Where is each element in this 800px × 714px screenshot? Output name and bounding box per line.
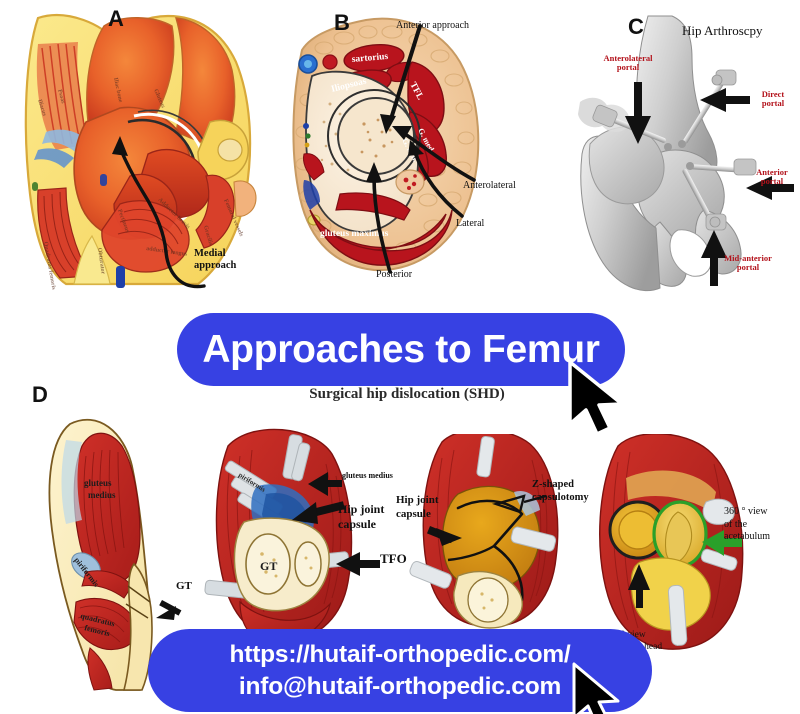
svg-text:Gracilis: Gracilis bbox=[202, 225, 214, 247]
panel-d2-label-gluteus-medius: gluteus medius bbox=[342, 471, 393, 480]
panel-c-instrument-anterior bbox=[686, 158, 757, 176]
panel-c-illustration bbox=[578, 15, 794, 292]
panel-d4-illustration bbox=[599, 432, 744, 650]
panel-a-label-medial-approach: Medial approach bbox=[194, 248, 237, 271]
panel-d1-muscle-gluteus-medius-2: medius bbox=[88, 490, 116, 500]
panel-c-arrow-mid-anterior bbox=[701, 230, 727, 286]
panel-c-arrow-anterior bbox=[746, 176, 794, 200]
panel-d3-arrow-hip-joint-capsule bbox=[427, 526, 462, 546]
panel-d4-arrow-acetabulum bbox=[702, 530, 742, 556]
panel-d-subfigure-3: Hip joint capsule Z-shaped capsulotomy bbox=[396, 428, 608, 634]
surgical-hip-dislocation-caption: Surgical hip dislocation (SHD) bbox=[309, 386, 505, 402]
svg-text:Iliacus: Iliacus bbox=[36, 99, 47, 118]
panel-d2-illustration: piriformis GT bbox=[204, 428, 380, 644]
panel-d1-arrow-gt bbox=[156, 600, 182, 620]
panel-c-arrow-anterolateral bbox=[625, 82, 651, 144]
mouse-cursor-bottom bbox=[572, 662, 620, 714]
panel-c-arrow-direct bbox=[700, 88, 750, 112]
panel-a-letter: A bbox=[108, 6, 125, 31]
panel-d3-label-z-shaped-capsulotomy: Z-shaped capsulotomy bbox=[532, 479, 589, 504]
panel-b-illustration: sartorius Iliopsoas TFL G. med. G. min. … bbox=[292, 17, 480, 274]
panel-d-subfigure-1: gluteus medius piriformis quadratus femo… bbox=[28, 404, 218, 694]
panel-a-illustration: Iliacus Psoas Iliac bone Gluteus Pectine… bbox=[24, 14, 257, 291]
panel-d3-label-hip-joint-capsule: Hip joint capsule bbox=[396, 494, 439, 520]
panel-b-label-lateral: Lateral bbox=[456, 218, 485, 229]
panel-b-muscle-sartorius: sartorius bbox=[351, 52, 388, 65]
panel-c-letter: C bbox=[628, 14, 645, 39]
panel-d2-arrow-tfo bbox=[336, 552, 380, 576]
contact-website-text: https://hutaif-orthopedic.com/ bbox=[229, 641, 571, 669]
panel-c-hip-arthroscopy: C Hip Arthroscpy Anterolateral portal Di… bbox=[560, 4, 795, 294]
svg-text:Psoas: Psoas bbox=[56, 89, 66, 105]
panel-d-letter: D bbox=[32, 382, 49, 407]
mouse-cursor-top bbox=[568, 360, 624, 436]
panel-d-subfigure-4: 360 ° view of the acetabulum 360 ° view … bbox=[574, 432, 792, 664]
panel-d3-illustration bbox=[409, 428, 559, 629]
svg-text:Iliac bone: Iliac bone bbox=[112, 77, 123, 103]
panel-d-surgical-hip-dislocation-series: D bbox=[8, 378, 792, 710]
panel-d2-arrow-hip-joint-capsule bbox=[292, 501, 345, 524]
title-banner-text: Approaches to Femur bbox=[202, 327, 600, 371]
svg-text:Obturator: Obturator bbox=[96, 247, 106, 275]
panel-b-axial-hip-section: sartorius Iliopsoas TFL G. med. G. min. … bbox=[278, 4, 516, 289]
panel-c-label-mid-anterior-portal: Mid-anterior portal bbox=[724, 253, 772, 273]
panel-d1-label-gt: GT bbox=[176, 580, 192, 592]
panel-d2-arrow-gluteus-medius bbox=[308, 472, 342, 496]
panel-b-muscle-gluteus-maximus: gluteus maximus bbox=[320, 229, 389, 239]
panel-c-label-direct-portal: Direct portal bbox=[761, 89, 785, 109]
panel-b-label-anterolateral: Anterolateral bbox=[463, 180, 516, 191]
panel-d-subfigure-2: piriformis GT gluteus medius Hip joint c… bbox=[204, 424, 414, 654]
panel-b-label-posterior: Posterior bbox=[376, 269, 413, 280]
panel-c-instrument-mid-anterior bbox=[682, 168, 727, 231]
title-banner[interactable]: Approaches to Femur bbox=[177, 313, 625, 386]
panel-b-letter: B bbox=[334, 10, 351, 35]
panel-c-title: Hip Arthroscpy bbox=[682, 23, 763, 38]
panel-d1-illustration: gluteus medius piriformis quadratus femo… bbox=[48, 418, 182, 691]
panel-b-label-anterior-approach: Anterior approach bbox=[396, 20, 470, 31]
panel-c-label-anterior-portal: Anterior portal bbox=[756, 167, 788, 187]
contact-banner[interactable]: https://hutaif-orthopedic.com/ info@huta… bbox=[148, 629, 652, 712]
contact-email-text: info@hutaif-orthopedic.com bbox=[238, 672, 562, 700]
panel-d3-arrow-z-capsulotomy bbox=[491, 494, 547, 514]
panel-d2-inline-gt: GT bbox=[260, 559, 277, 573]
panel-a-coronal-hip-section: Iliacus Psoas Iliac bone Gluteus Pectine… bbox=[8, 4, 270, 294]
panel-d1-muscle-gluteus-medius-1: gluteus bbox=[84, 478, 112, 488]
panel-d2-label-tfo: TFO bbox=[380, 551, 407, 566]
panel-d4-label-view-acetabulum: 360 ° view of the acetabulum bbox=[724, 506, 771, 542]
panel-c-label-anterolateral-portal: Anterolateral portal bbox=[603, 53, 653, 73]
panel-d4-arrow-femoral-head bbox=[628, 564, 650, 608]
panel-d2-label-hip-joint-capsule: Hip joint capsule bbox=[338, 502, 385, 531]
